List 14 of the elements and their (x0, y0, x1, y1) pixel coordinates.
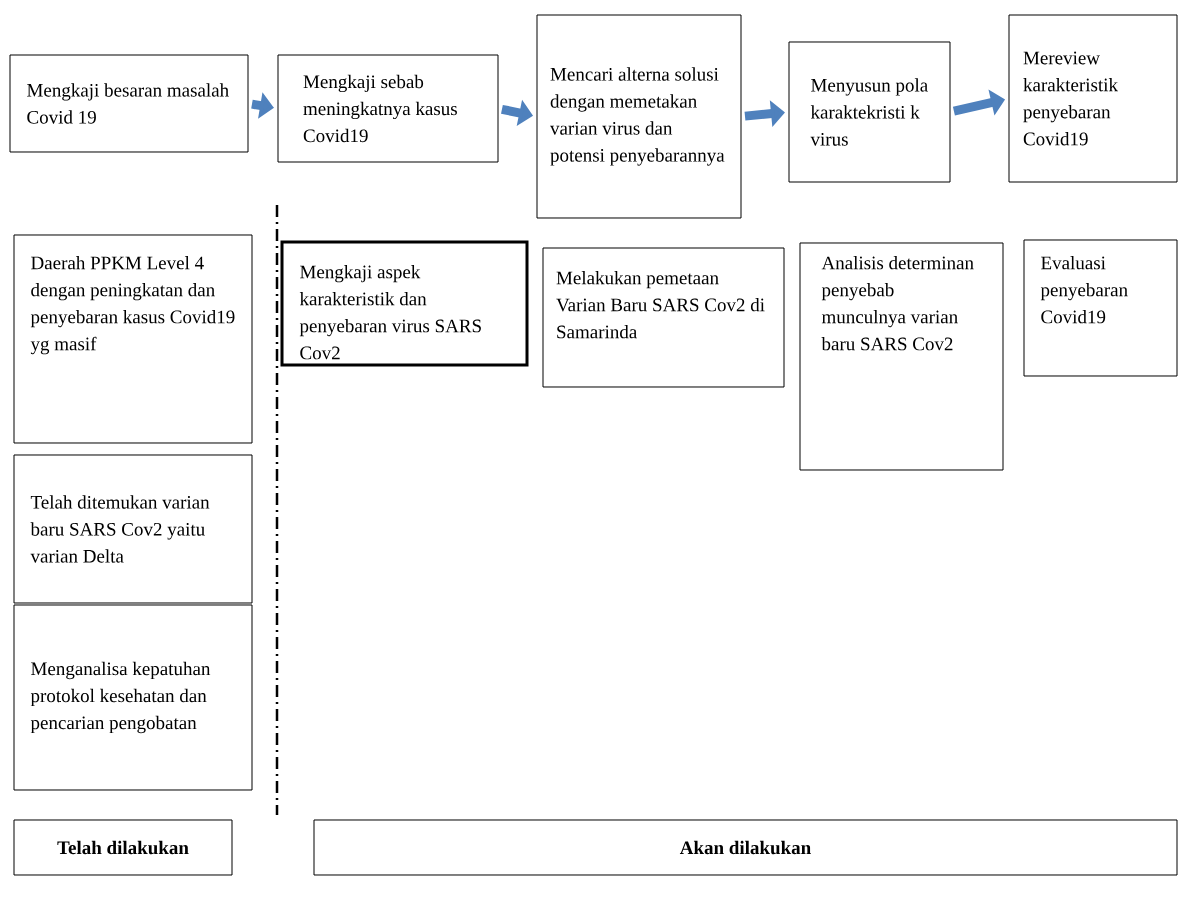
heading-box: Telah dilakukan (13, 819, 233, 876)
process-box: Mengkaji sebab meningkatnya kasus Covid19 (277, 54, 499, 163)
heading-box: Akan dilakukan (313, 819, 1178, 876)
process-box: Mereview karakteristik penyebaran Covid19 (1008, 14, 1178, 183)
process-box: Mencari alterna solusi dengan memetakan varian virus dan potensi penyebarannya (536, 14, 742, 219)
process-box: Mengkaji besaran masalah Covid 19 (9, 54, 249, 153)
process-box: Telah ditemukan varian baru SARS Cov2 yaitu varian Delta (13, 454, 253, 604)
process-box: Menyusun pola karaktekristi k virus (788, 41, 951, 183)
process-box: Analisis determinan penyebab munculnya varian baru SARS Cov2 (799, 242, 1004, 471)
process-box: Melakukan pemetaan Varian Baru SARS Cov2 di Samarinda (542, 247, 785, 388)
process-box: Mengkaji aspek karakteristik dan penyebaran virus SARS Cov2 (280, 240, 529, 367)
process-box: Daerah PPKM Level 4 dengan peningkatan dan penyebaran kasus Covid19 yg masif (13, 234, 253, 444)
process-box: Menganalisa kepatuhan protokol kesehatan dan pencarian pengobatan (13, 604, 253, 791)
process-box: Evaluasi penyebaran Covid19 (1023, 239, 1178, 377)
